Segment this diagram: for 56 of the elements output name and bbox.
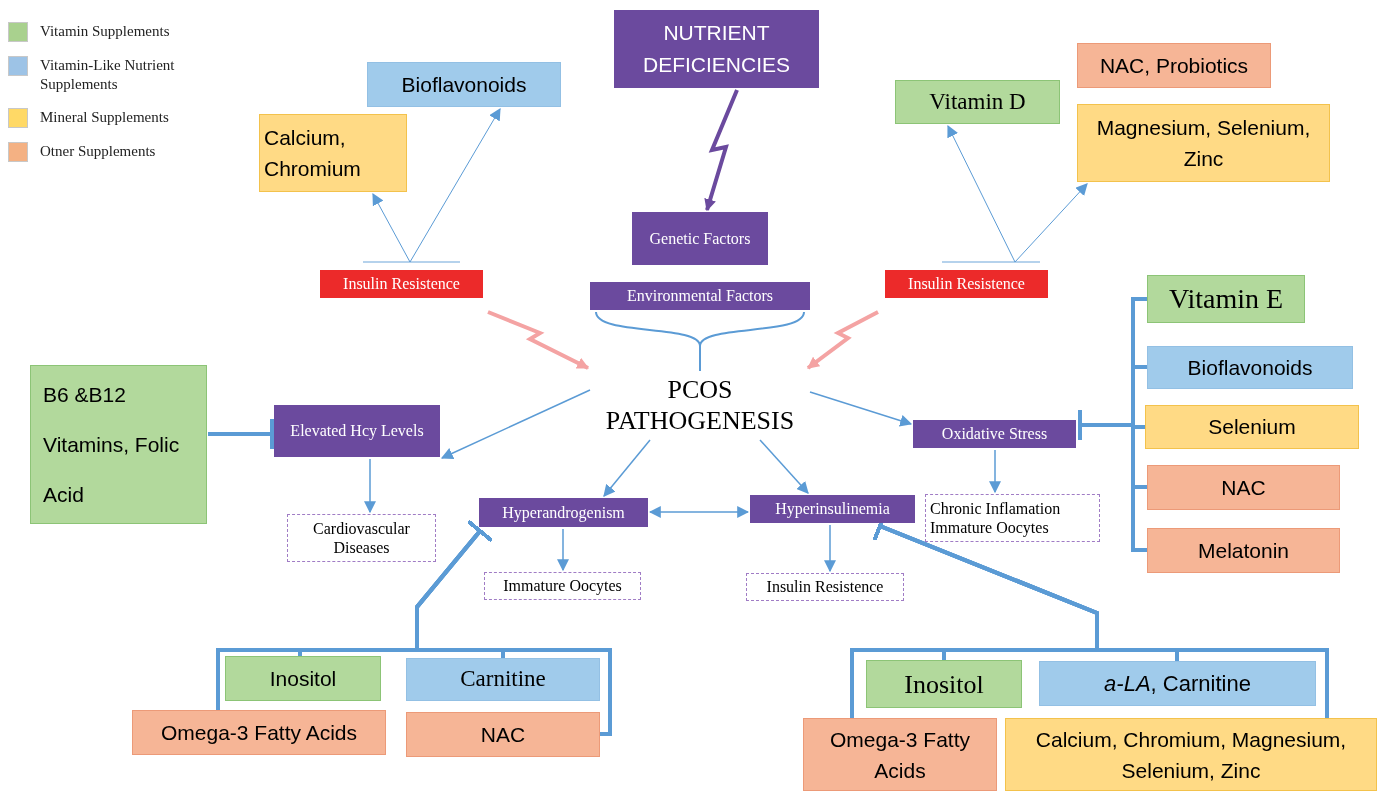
central-title: PCOS PATHOGENESIS [592, 372, 808, 438]
outcome-box: Chronic Inflamation Immature Oocytes [925, 494, 1100, 542]
arrow [409, 107, 501, 263]
supplement-box: Melatonin [1147, 528, 1340, 573]
factor-box: Hyperandrogenism [479, 498, 648, 527]
arrow [648, 506, 750, 518]
inhibition-line [208, 419, 274, 449]
arrow [759, 439, 809, 494]
supplement-box: a-LA, Carnitine [1039, 661, 1316, 706]
supplement-box: Vitamin E [1147, 275, 1305, 323]
supplement-box: Bioflavonoids [1147, 346, 1353, 389]
supplement-box: Inositol [225, 656, 381, 701]
outcome-box: Insulin Resistence [746, 573, 904, 601]
supplement-box: Omega-3 Fatty Acids [132, 710, 386, 755]
lightning-arrow [704, 89, 739, 212]
supplement-box: Vitamin D [895, 80, 1060, 124]
factor-box: Environmental Factors [590, 282, 810, 310]
outcome-box: Immature Oocytes [484, 572, 641, 600]
factor-box: Oxidative Stress [913, 420, 1076, 448]
inhibition-line [415, 519, 612, 736]
supplement-box: Inositol [866, 660, 1022, 708]
supplement-box: Bioflavonoids [367, 62, 561, 107]
arrow [809, 391, 913, 427]
supplement-box: Magnesium, Selenium, Zinc [1077, 104, 1330, 182]
arrow [557, 528, 569, 572]
legend-label: Mineral Supplements [40, 108, 169, 127]
arrow [947, 124, 1016, 263]
arrow [824, 524, 836, 573]
arrow [364, 458, 376, 514]
legend-label: Vitamin Supplements [40, 22, 170, 41]
arrow [440, 389, 591, 459]
arrow [372, 192, 411, 263]
factor-box: Elevated Hcy Levels [274, 405, 440, 457]
outcome-box: Cardiovascular Diseases [287, 514, 436, 562]
supplement-box: Omega-3 Fatty Acids [803, 718, 997, 791]
factor-box: Hyperinsulinemia [750, 495, 915, 523]
condition-box: Insulin Resistence [320, 270, 483, 298]
supplement-box: NAC [406, 712, 600, 757]
supplement-box: Calcium, Chromium [259, 114, 407, 192]
supplement-box: Selenium [1145, 405, 1359, 449]
supplement-box: Carnitine [406, 658, 600, 701]
legend-label: Vitamin-Like Nutrient Supplements [40, 56, 176, 94]
factor-box: NUTRIENT DEFICIENCIES [614, 10, 819, 88]
arrow [1014, 183, 1088, 263]
lightning-arrow [487, 310, 590, 370]
supplement-box: B6 &B12 Vitamins, Folic Acid [30, 365, 207, 524]
supplement-box: NAC, Probiotics [1077, 43, 1271, 88]
condition-box: Insulin Resistence [885, 270, 1048, 298]
supplement-box: NAC [1147, 465, 1340, 510]
arrow [603, 439, 651, 497]
arrow [595, 311, 805, 372]
legend-label: Otner Supplements [40, 142, 156, 161]
factor-box: Genetic Factors [632, 212, 768, 265]
lightning-arrow [806, 310, 879, 370]
supplement-box: Calcium, Chromium, Magnesium, Selenium, Zinc [1005, 718, 1377, 791]
arrow [989, 449, 1001, 494]
